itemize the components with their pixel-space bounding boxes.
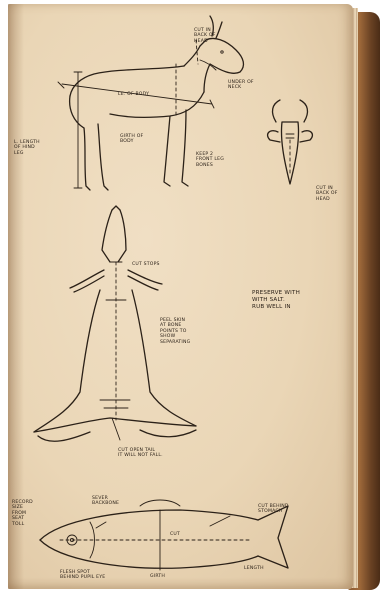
- fish-sketch: [40, 500, 288, 570]
- note-under-of-neck: UNDER OF NECK: [228, 80, 254, 91]
- note-preserve: PRESERVE WITH WITH SALT. RUB WELL IN: [252, 290, 300, 311]
- note-fish-mid: CUT: [170, 532, 180, 537]
- note-length-of-body: LE. OF BODY: [118, 92, 149, 97]
- note-girth: GIRTH: [150, 574, 165, 579]
- note-cut-back-of-head: CUT IN BACK OF HEAD: [194, 28, 216, 44]
- note-length: LENGTH: [244, 566, 264, 571]
- head-detail-sketch: [268, 100, 313, 184]
- note-fish-left: RECORD SIZE FROM SEAT TOLL: [12, 500, 33, 527]
- note-cut-stops: CUT STOPS: [132, 262, 160, 267]
- note-girth-of-body: GIRTH OF BODY: [120, 134, 143, 145]
- note-peel-skin: PEEL SKIN AT BONE POINTS TO SHOW SEPARAT…: [160, 318, 190, 345]
- note-head-detail: CUT IN BACK OF HEAD: [316, 186, 338, 202]
- note-length-of-leg: L. LENGTH OF HIND LEG: [14, 140, 40, 156]
- note-flesh-spot: FLESH SPOT BEHIND PUPIL EYE: [60, 570, 105, 581]
- note-cut-open-tail: CUT OPEN TAIL IT WILL NOT FALL.: [118, 448, 163, 459]
- note-cut-behind: CUT BEHIND STOMACH: [258, 504, 289, 515]
- note-front-leg-bones: KEEP 2 FRONT LEG BONES: [196, 152, 224, 168]
- note-sever-backbone: SEVER BACKBONE: [92, 496, 119, 507]
